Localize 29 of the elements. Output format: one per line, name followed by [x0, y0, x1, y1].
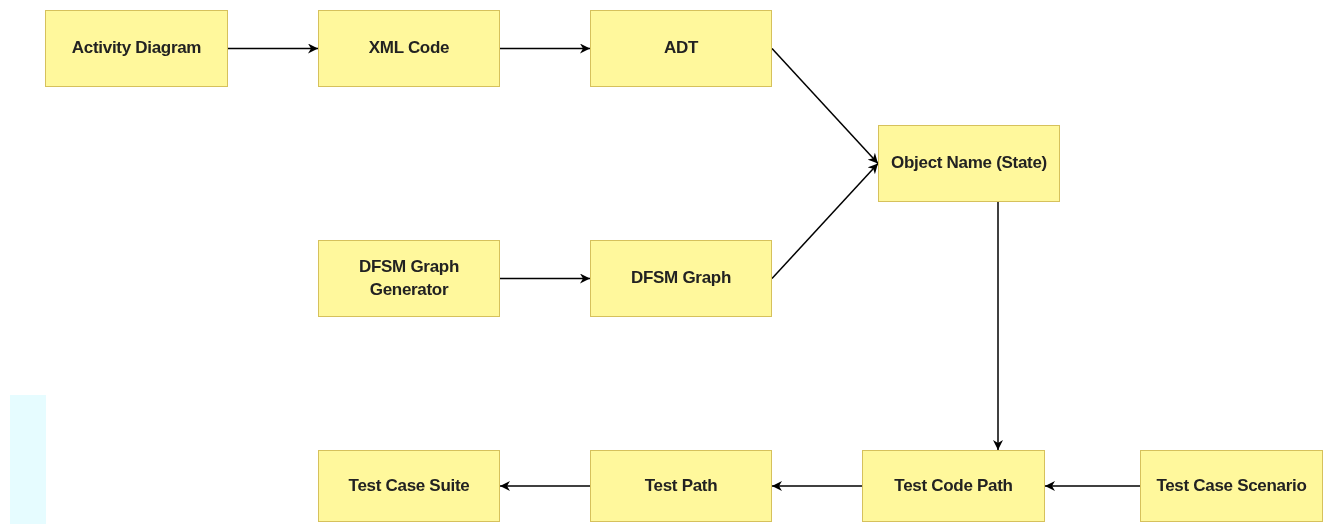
process-box [318, 240, 500, 317]
box-label: Test Case Suite [348, 474, 470, 497]
box-label: DFSM Graph Generator [358, 255, 460, 301]
process-box [590, 450, 772, 522]
arrow [227, 43, 319, 54]
process-box [590, 240, 772, 317]
arrow [1044, 481, 1141, 491]
process-box [45, 10, 228, 87]
arrow [499, 43, 591, 54]
box-label: DFSM Graph [631, 267, 731, 290]
box-label: Test Code Path [894, 474, 1013, 497]
box-label: Object Name (State) [891, 152, 1047, 175]
arrow [771, 162, 879, 280]
arrow [499, 481, 591, 491]
process-box [590, 10, 772, 87]
box-label: XML Code [368, 37, 450, 60]
box-label: ADT [663, 37, 698, 60]
arrow [771, 481, 863, 491]
process-box [318, 450, 500, 522]
box-label: Test Path [644, 474, 718, 497]
arrow [993, 201, 1003, 451]
process-box [1140, 450, 1323, 522]
box-label: Activity Diagram [71, 37, 202, 60]
process-box [862, 450, 1045, 522]
arrow [499, 273, 591, 284]
box-label: Test Case Scenario [1156, 474, 1307, 497]
process-box [878, 125, 1060, 202]
process-box [318, 10, 500, 87]
arrow [771, 47, 879, 165]
